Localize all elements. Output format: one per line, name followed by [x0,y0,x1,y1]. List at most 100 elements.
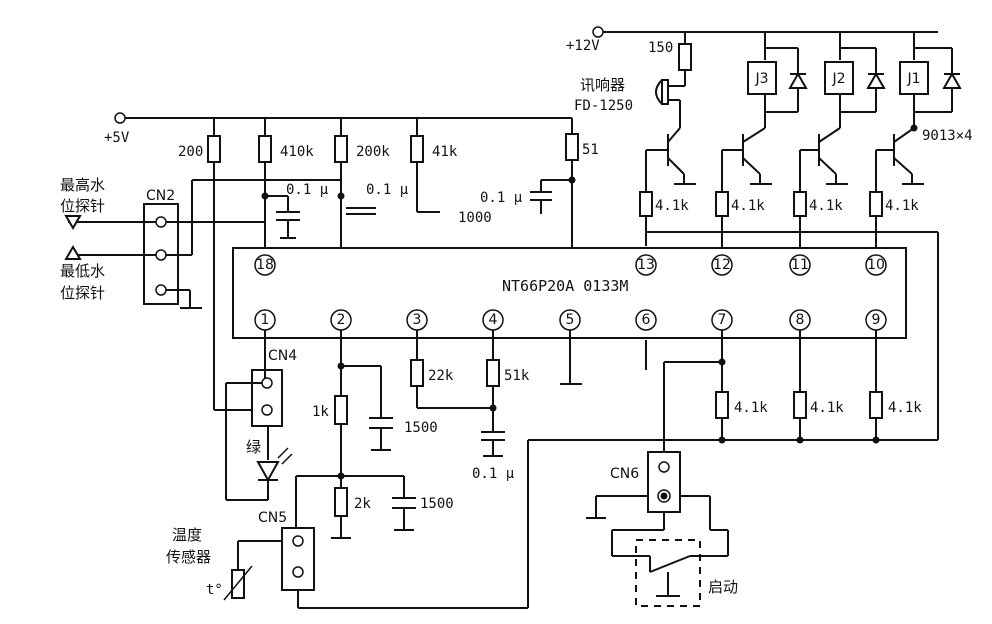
cn6-label: CN6 [610,466,639,482]
probe-low-symbol [64,245,82,260]
resistor-200k-label: 200k [356,144,390,160]
pin-13: 13 [635,254,657,276]
relay-j2: J2 [824,32,886,128]
resistor-pin7-label: 4.1k [734,400,768,416]
svg-text:10: 10 [867,257,885,273]
cn4-label: CN4 [268,348,297,364]
diode-j2 [866,71,886,89]
svg-text:7: 7 [718,312,727,328]
probe-high-line2: 位探针 [60,197,105,215]
temp-sensor-line2: 传感器 [166,548,211,566]
resistor-200k [334,135,348,163]
relay-j1-label: J1 [906,71,920,87]
transistor-3 [799,127,848,192]
probe-high-symbol [64,215,82,230]
relay-coil-j1 [899,61,929,95]
resistor-410k-label: 410k [280,144,314,160]
ic-body [232,247,907,339]
resistor-base-1 [639,191,653,217]
svg-text:9: 9 [872,312,881,328]
supply-5v-terminal [114,112,126,124]
resistor-51-label: 51 [582,142,599,158]
resistor-150 [678,43,692,71]
start-label: 启动 [708,578,738,596]
buzzer-symbol [661,79,669,105]
svg-text:2: 2 [337,312,346,328]
start-switch-frame [635,539,701,607]
svg-text:11: 11 [791,257,809,273]
resistor-41k [410,135,424,163]
cn4-connector: CN4 绿 [225,330,297,501]
led-label: 绿 [246,438,261,456]
buzzer-name: 讯响器 [580,76,625,94]
pin-6: 6 [635,309,657,331]
capacitor-01-label: 0.1 μ [472,466,515,482]
resistor-1k [334,395,348,425]
temp-sensor-line1: 温度 [172,526,202,544]
resistor-base-2-label: 4.1k [731,198,765,214]
svg-text:18: 18 [256,257,274,273]
diode-j1 [942,71,962,89]
supply-5v: +5V [104,112,572,146]
resistor-pin8 [793,391,807,419]
capacitor-1500b-label: 1500 [420,496,454,512]
relay-coil-j2 [824,61,854,95]
capacitor-1-label: 0.1 μ [286,182,329,198]
relay-j3-label: J3 [754,71,768,87]
cn2-connector: CN2 最高水 位探针 最低水 位探针 [60,176,265,309]
resistor-150-label: 150 [648,40,673,56]
temp-sensor-symbol: t° [206,582,223,598]
start-switch[interactable]: 启动 [612,539,738,607]
relay-j1: J1 9013×4 [899,32,973,144]
ic-nt66p20a: NT66P20A 0133M 18 13 12 11 10 1 2 3 4 5 … [232,247,907,339]
cn5-body [281,527,315,591]
probe-low-line1: 最低水 [60,262,105,280]
svg-text:6: 6 [642,312,651,328]
cn2-label: CN2 [146,188,175,204]
svg-text:8: 8 [796,312,805,328]
svg-text:1: 1 [261,312,270,328]
pin-11: 11 [789,254,811,276]
resistor-410k [258,135,272,163]
resistor-base-4 [869,191,883,217]
resistor-1k-label: 1k [312,404,329,420]
buzzer-model: FD-1250 [574,98,633,114]
relay-coil-j3 [747,61,777,95]
capacitor-2-label: 0.1 μ [366,182,409,198]
resistor-pin7 [715,391,729,419]
relay-j2-label: J2 [831,71,845,87]
cn6-connector: CN6 [586,451,729,556]
probe-capacitors: 0.1 μ 0.1 μ 0.1 μ 1000 [192,179,572,239]
svg-text:3: 3 [413,312,422,328]
resistor-2k-label: 2k [354,496,371,512]
transistor-1 [645,127,696,192]
resistor-200 [207,135,221,163]
cn5-label: CN5 [258,510,287,526]
resistor-pin9-label: 4.1k [888,400,922,416]
led-green [256,461,280,483]
resistor-22k [410,359,424,387]
diode-j3 [788,71,808,89]
base-resistors: 4.1k 4.1k 4.1k 4.1k [639,191,939,440]
resistor-base-4-label: 4.1k [885,198,919,214]
capacitor-3-label: 0.1 μ [480,190,523,206]
cn5-connector: CN5 温度 传感器 t° [166,439,938,609]
resistor-22k-label: 22k [428,368,454,384]
transistor-2 [721,127,772,192]
svg-text:5: 5 [566,312,575,328]
supply-12v-terminal [592,26,604,38]
pin-18: 18 [254,254,276,276]
resistor-pin8-label: 4.1k [810,400,844,416]
svg-text:12: 12 [713,257,731,273]
supply-12v: +12V [566,26,938,54]
pin2-network: 1500 1k 1500 2k [296,330,454,539]
ic-label: NT66P20A 0133M [502,277,628,295]
pin-12: 12 [711,254,733,276]
probe-high-line1: 最高水 [60,176,105,194]
capacitor-1500a-label: 1500 [404,420,438,436]
svg-text:4: 4 [489,312,498,328]
supply-5v-label: +5V [104,130,130,146]
resistor-51 [565,133,579,161]
